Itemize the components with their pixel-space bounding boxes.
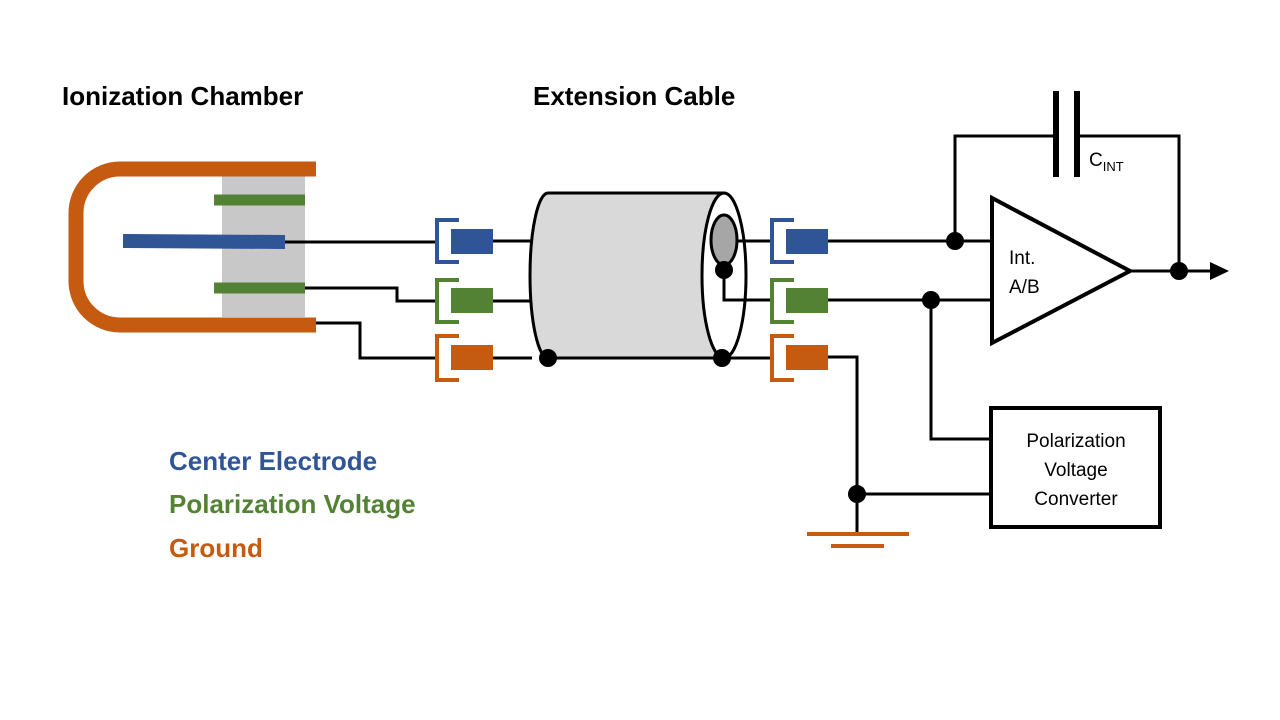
capacitor-label: CINT (1089, 150, 1124, 174)
connector-bracket (435, 218, 459, 264)
right-connector-ground (770, 334, 828, 382)
wire-polarization-cable-out (722, 270, 770, 302)
cable-title: Extension Cable (533, 81, 735, 111)
legend-polarization-voltage: Polarization Voltage (169, 489, 416, 519)
cable-ground-node-left (539, 349, 557, 367)
connector-bracket (770, 334, 794, 382)
output-arrow (1210, 262, 1229, 280)
cable-inner-conductor (709, 213, 739, 267)
ground-symbol (807, 532, 909, 548)
wire-polarization-to-converter (929, 300, 991, 441)
wire-ground-left (316, 321, 435, 360)
wire-feedback-left (953, 134, 1056, 241)
wire-feedback-right (1077, 134, 1181, 271)
chamber-title: Ionization Chamber (62, 81, 303, 111)
right-connector-center (770, 218, 828, 264)
connector-pin (451, 345, 493, 370)
junction-feedback-input (946, 232, 964, 250)
legend-ground: Ground (169, 533, 263, 563)
wire-ground-to-earth (828, 355, 859, 533)
chamber-center-electrode (122, 234, 286, 249)
extension-cable (528, 191, 748, 367)
converter-label-line1: Polarization (1026, 431, 1125, 452)
left-connector-center (435, 218, 493, 264)
integrating-amplifier (990, 194, 1135, 347)
ionization-chamber (68, 161, 316, 333)
connector-pin (786, 229, 828, 254)
integrating-capacitor (1053, 91, 1080, 177)
connector-bracket (770, 278, 794, 324)
converter-label-line2: Voltage (1044, 460, 1107, 481)
wire-polarization-left (305, 286, 435, 303)
converter-label-line3: Converter (1034, 489, 1118, 510)
connector-pin (786, 288, 828, 313)
left-connector-ground (435, 334, 493, 382)
left-connector-polarization (435, 278, 493, 324)
connector-bracket (435, 278, 459, 324)
connector-pin (786, 345, 828, 370)
connector-bracket (435, 334, 459, 382)
chamber-ground-shell (68, 161, 316, 333)
amplifier-label-line1: Int. (1009, 248, 1035, 269)
legend-center-electrode: Center Electrode (169, 446, 377, 476)
legend: Center Electrode Polarization Voltage Gr… (169, 446, 416, 563)
connector-pin (451, 288, 493, 313)
connector-bracket (770, 218, 794, 264)
cable-body (528, 191, 726, 360)
amplifier-label-line2: A/B (1009, 277, 1040, 298)
right-connector-polarization (770, 278, 828, 324)
junction-output (1170, 262, 1188, 280)
junction-ground (848, 485, 866, 503)
polarization-voltage-converter (989, 406, 1162, 529)
connector-pin (451, 229, 493, 254)
junction-polarization (922, 291, 940, 309)
